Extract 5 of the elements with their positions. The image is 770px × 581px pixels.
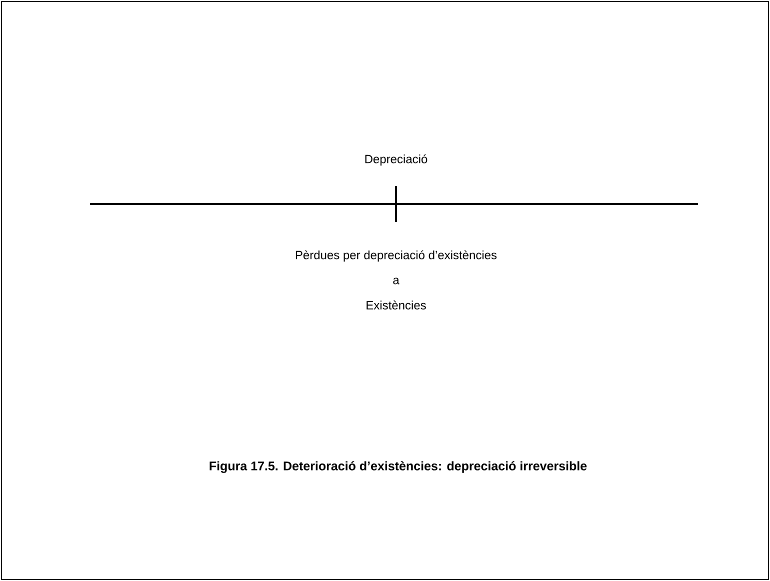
account-label: Depreciació [365, 154, 428, 166]
account-label: Existències [366, 300, 426, 310]
figure-caption: Figura 17.5. Deterioració d’existències: depreciació irreversible [210, 461, 587, 473]
account-label: Pèrdues per depreciació d’existències [296, 250, 497, 262]
account-label: a [393, 278, 400, 284]
